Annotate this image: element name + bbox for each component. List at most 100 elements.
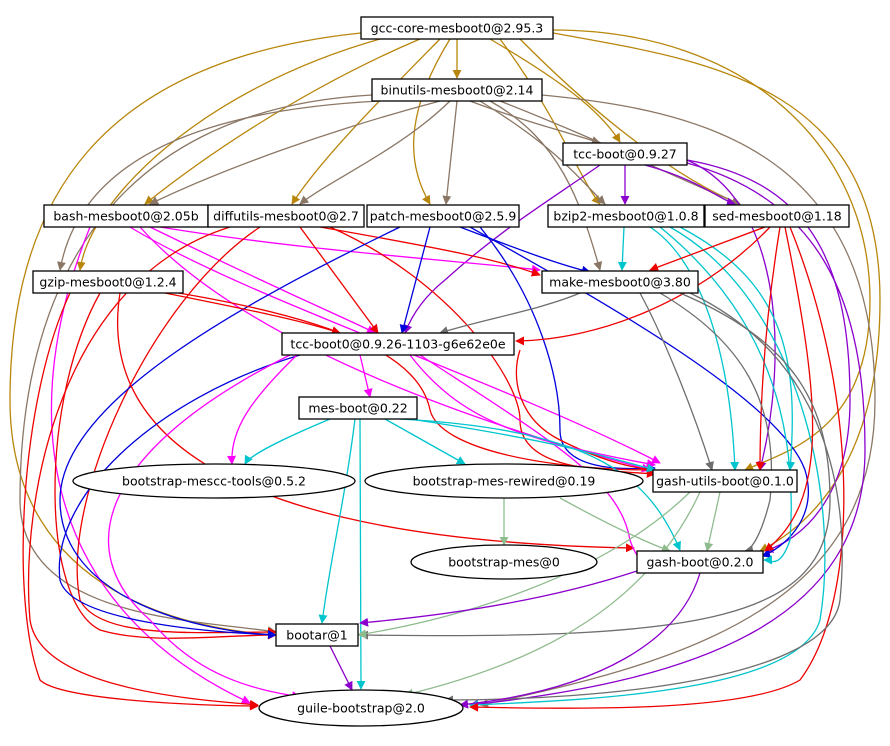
node-label: mes-boot@0.22 [308,401,407,416]
edge-gray [444,292,843,705]
edge-gold [76,38,381,271]
edge-purple [359,569,641,627]
edge-blue [459,226,591,275]
node-mes-boot: mes-boot@0.22 [298,396,418,420]
edge-red [159,289,656,475]
edge-gold [144,38,421,205]
node-label: bootar@1 [286,628,347,643]
edge-red [649,226,766,272]
node-shape [207,204,365,228]
node-label: tcc-boot0@0.9.26-1103-g6e62e0e [290,337,505,352]
node-label: bootstrap-mes@0 [448,555,560,570]
edge-red [149,289,341,335]
node-make: make-mesboot0@3.80 [541,270,699,294]
node-label: diffutils-mesboot0@2.7 [213,209,359,224]
node-shape [371,78,543,102]
edge-red [299,226,379,334]
edge-cyan [679,226,796,471]
edge-taupe [19,94,373,636]
node-shape [258,689,464,727]
edge-red [469,226,845,712]
edge-cyan [244,418,331,465]
node-sed: sed-mesboot0@1.18 [704,204,850,228]
node-label: sed-mesboot0@1.18 [712,209,841,224]
edge-gold [9,32,362,639]
edge-red [764,226,814,552]
edge-blue [399,226,431,334]
edge-red [515,226,771,346]
node-shape [360,16,554,40]
node-guile: guile-bootstrap@2.0 [258,689,464,727]
node-diffutils: diffutils-mesboot0@2.7 [207,204,365,228]
edge-taupe [479,94,876,708]
edge-cyan [469,226,826,710]
edge-purple [644,164,736,207]
edge-gold [291,38,441,205]
node-label: gash-boot@0.2.0 [647,555,754,570]
edge-taupe [57,100,381,271]
edge-magenta [227,351,301,465]
node-shape [562,142,688,166]
node-gash-utils: gash-utils-boot@0.1.0 [652,469,798,493]
edge-cyan [409,418,656,473]
edge-magenta [149,226,376,334]
edge-gray [639,292,714,471]
node-label: gash-utils-boot@0.1.0 [656,474,794,489]
edge-red [515,349,656,474]
node-label: make-mesboot0@3.80 [549,275,691,290]
node-shape [652,469,798,493]
node-label: gcc-core-mesboot0@2.95.3 [371,21,544,36]
edge-purple [686,159,851,553]
edges [9,29,881,712]
edge-cyan [399,418,681,551]
edge-gray [359,292,831,640]
edge-red [54,292,277,640]
edge-sage [559,497,671,553]
edge-taupe [469,100,601,145]
node-label: bootstrap-mes-rewired@0.19 [413,474,596,489]
edge-cyan [318,418,356,624]
edge-blue [59,226,401,640]
node-label: bash-mesboot0@2.05b [53,209,198,224]
node-bzip2: bzip2-mesboot0@1.0.8 [547,204,705,228]
node-label: guile-bootstrap@2.0 [297,701,425,716]
node-bash: bash-mesboot0@2.05b [43,204,209,228]
edge-purple [459,572,701,709]
node-label: binutils-mesboot0@2.14 [381,83,534,98]
edge-red [22,292,259,711]
edge-gray [439,292,581,335]
edge-cyan [356,418,366,690]
edge-red [27,226,259,709]
edge-gray [659,292,773,554]
edge-cyan [384,418,466,465]
edge-red [755,226,781,471]
edge-gold [413,38,451,205]
edge-taupe [489,100,603,271]
edge-purple [403,164,601,334]
node-bootar: bootar@1 [275,623,359,647]
node-shape [275,623,359,647]
edge-cyan [649,226,740,471]
node-binutils: binutils-mesboot0@2.14 [371,78,543,102]
node-shape [704,204,850,228]
node-shape [636,550,764,574]
edge-taupe [299,100,451,205]
edge-magenta [107,354,301,701]
node-shape [298,396,418,420]
edge-gold [552,32,881,552]
node-label: bootstrap-mescc-tools@0.5.2 [122,474,306,489]
edge-blue [58,354,301,640]
node-shape [366,204,520,228]
edge-cyan [617,226,627,271]
node-gash-boot: gash-boot@0.2.0 [636,550,764,574]
edge-taupe [149,100,441,205]
node-label: patch-mesboot0@2.5.9 [370,209,517,224]
nodes: gcc-core-mesboot0@2.95.3 binutils-mesboot… [32,16,850,727]
node-shape [364,463,644,499]
edge-gold [552,29,871,471]
node-gzip: gzip-mesboot0@1.2.4 [32,270,184,294]
node-shape [72,463,356,499]
edge-purple [329,645,353,691]
edge-sage [404,491,701,698]
edge-magenta [359,354,373,398]
